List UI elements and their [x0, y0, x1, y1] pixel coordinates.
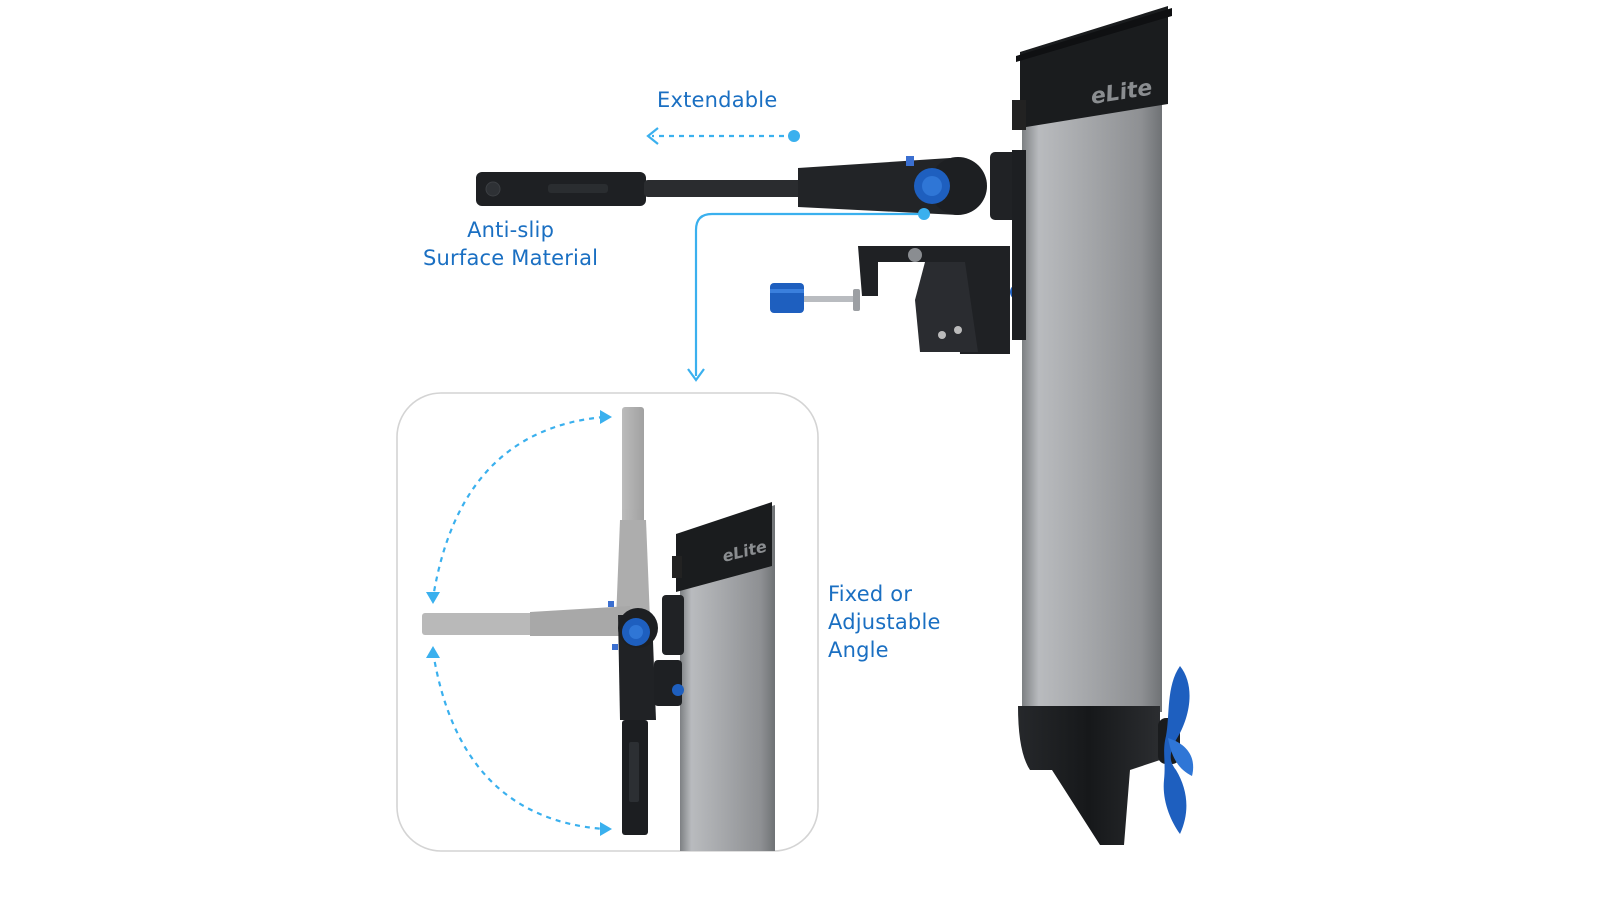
angle-line-1: Fixed or	[828, 582, 913, 606]
transom-clamp	[770, 246, 1026, 354]
ghost-handle-vertical-up	[616, 407, 650, 620]
tiller-handle	[476, 152, 1024, 220]
tiller-rod	[644, 180, 804, 197]
lower-unit	[1018, 666, 1194, 845]
extendable-label: Extendable	[657, 86, 777, 114]
angle-label: Fixed or Adjustable Angle	[828, 580, 941, 664]
ghost-handle-horizontal	[422, 606, 630, 636]
clamp-screw-knob	[770, 283, 804, 313]
motor-shaft: eLite	[1012, 6, 1172, 712]
extendable-arrow	[646, 127, 800, 145]
angle-detail-inset: eLite	[396, 392, 819, 852]
battery-cap	[1020, 6, 1168, 128]
angle-line-2: Adjustable	[828, 610, 941, 634]
callout-connector	[687, 208, 930, 382]
curved-double-arrow-icon	[431, 415, 605, 831]
arrow-left-icon	[646, 127, 659, 145]
anti-slip-line-1: Anti-slip	[467, 218, 555, 242]
anti-slip-line-2: Surface Material	[423, 246, 599, 270]
anti-slip-label: Anti-slip Surface Material	[423, 216, 598, 272]
arrow-down-icon	[687, 368, 705, 382]
angle-line-3: Angle	[828, 638, 889, 662]
outboard-motor: eLite	[476, 6, 1194, 845]
extendable-text: Extendable	[657, 88, 778, 112]
propeller	[1163, 666, 1190, 834]
